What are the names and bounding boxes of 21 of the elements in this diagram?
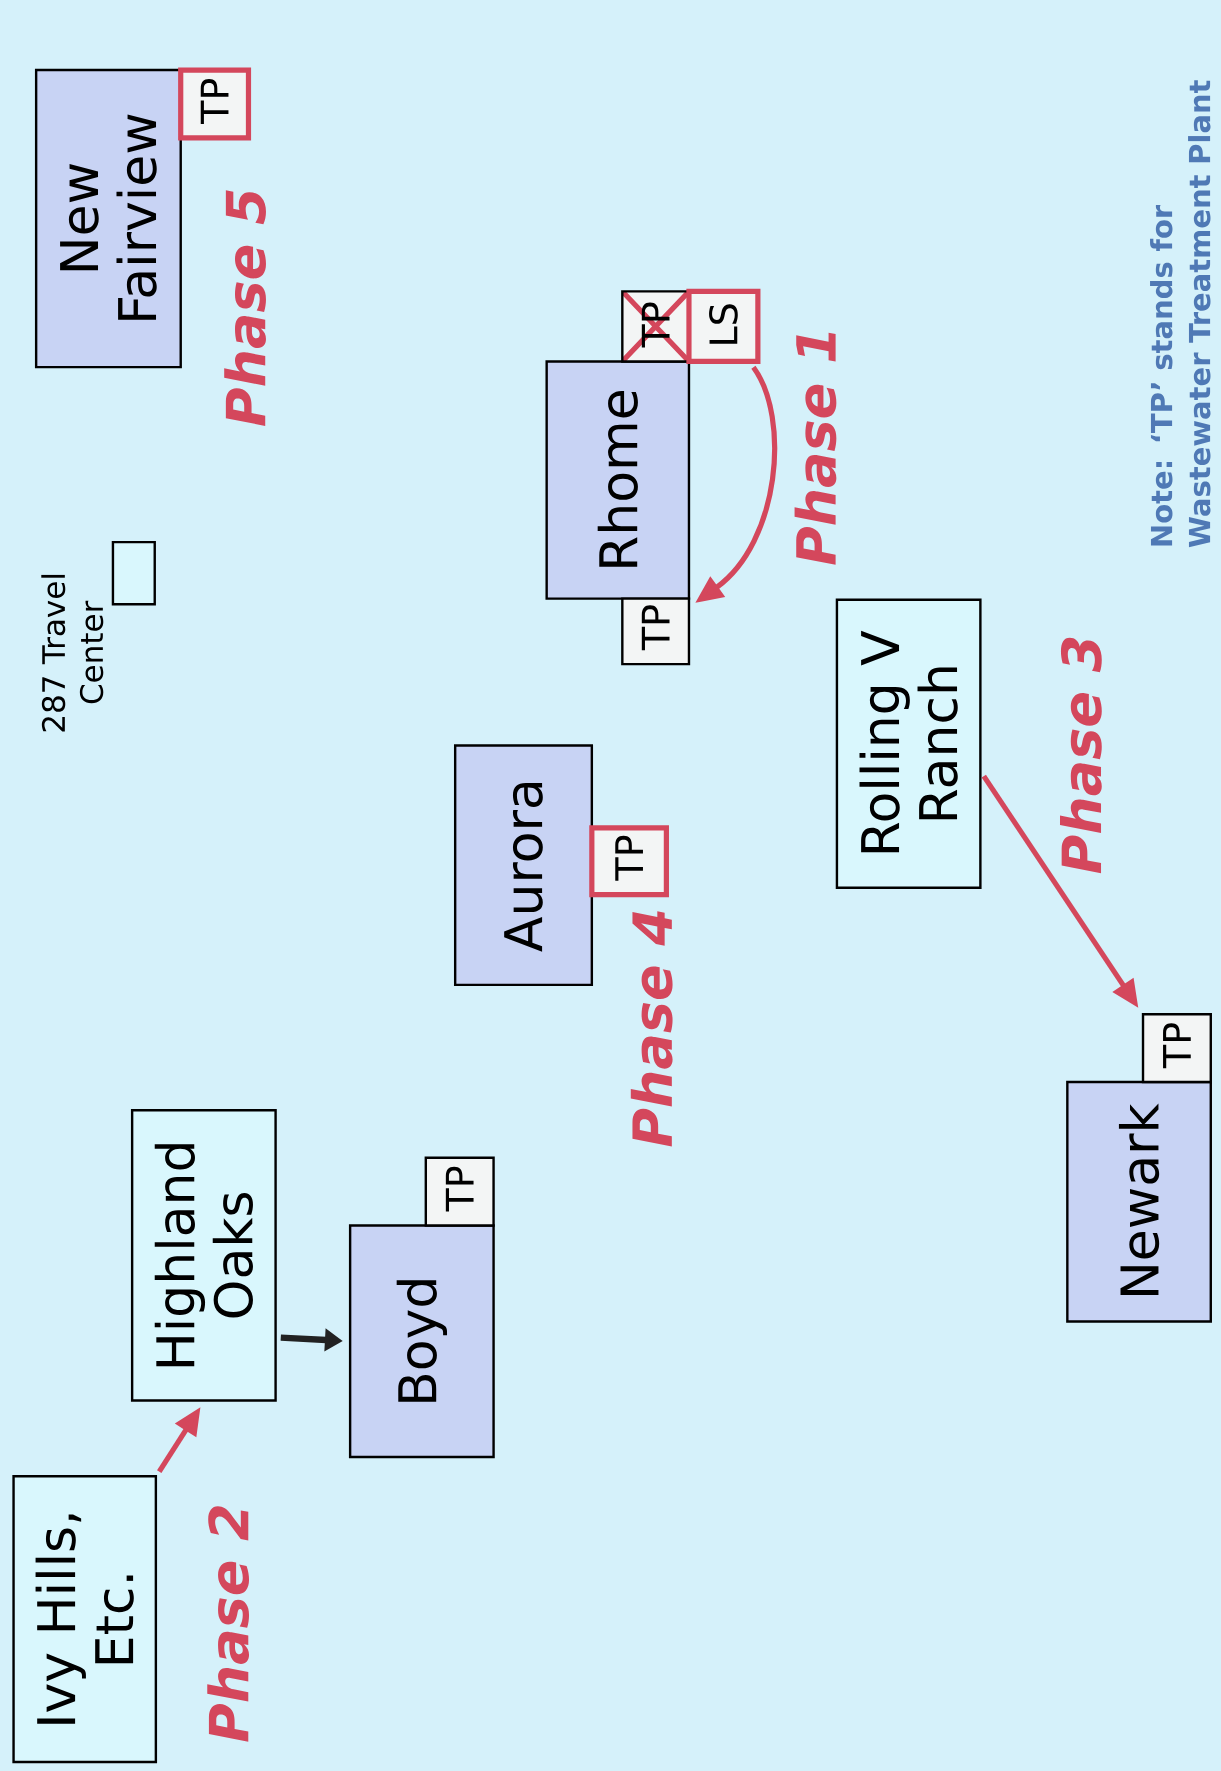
place-box: Highland Oaks	[130, 1109, 277, 1402]
plant-box: TP	[621, 597, 691, 666]
place-box: Rhome	[545, 360, 691, 600]
place-box: Boyd	[348, 1224, 495, 1459]
place-box: New Fairview	[35, 68, 182, 369]
edge-label: Phase 3	[1058, 632, 1104, 877]
phase-label: Phase 5	[224, 190, 266, 426]
edge-label: Phase 1	[792, 324, 839, 568]
plant-box: TP	[589, 825, 669, 898]
plant-box: TP	[178, 67, 252, 141]
place-box: Ivy Hills, Etc.	[12, 1475, 158, 1764]
note-text: Note: ‘TP’ stands for Wastewater Treatment Plant	[1150, 80, 1211, 548]
lift-station-box: LS	[686, 288, 761, 365]
plant-box: TP	[424, 1156, 495, 1227]
plant-box: TP	[1141, 1013, 1212, 1084]
plant-box: TP	[621, 290, 691, 363]
phase-label: Phase 4	[630, 911, 673, 1147]
place-box: Newark	[1066, 1080, 1212, 1323]
place-box: Rolling V Ranch	[835, 598, 982, 889]
place-box: Aurora	[454, 744, 594, 987]
edge-label: Phase 2	[205, 1501, 252, 1745]
